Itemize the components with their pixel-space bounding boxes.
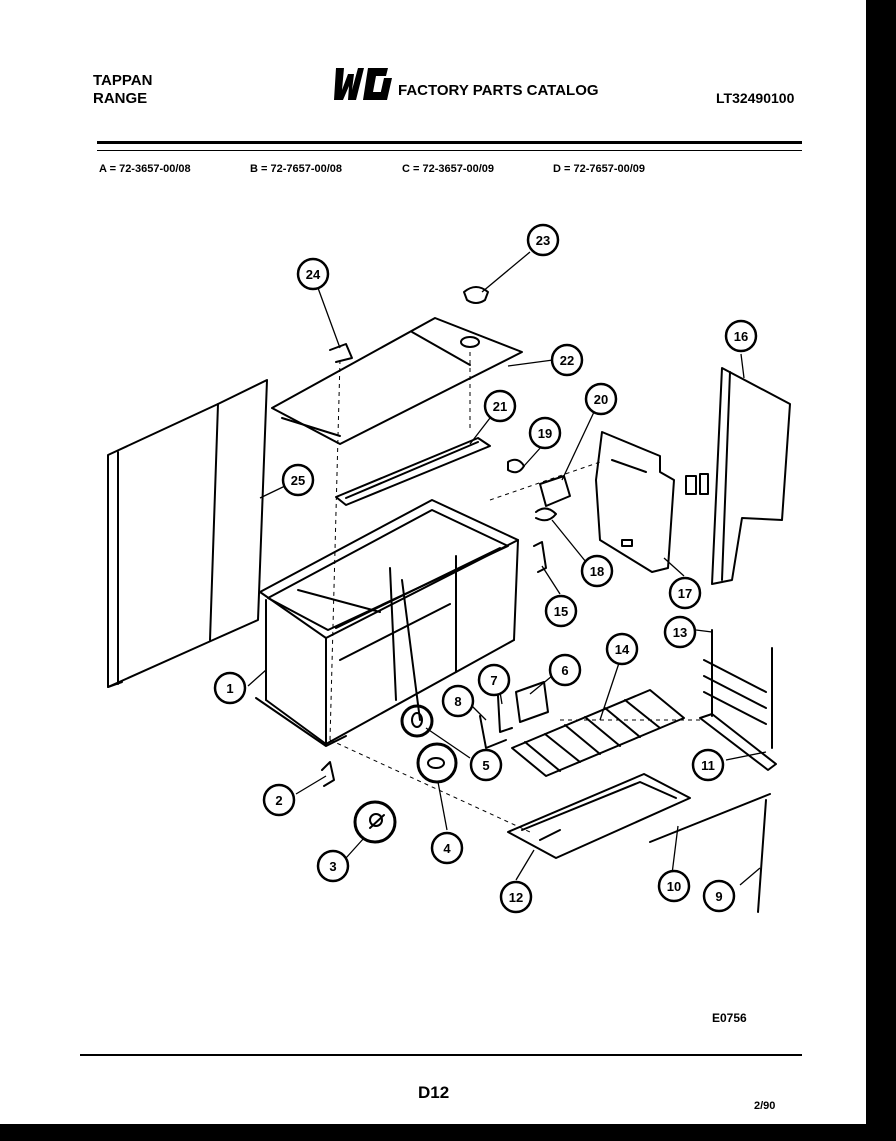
vertical-strip [757,799,767,913]
svg-text:3: 3 [329,859,336,874]
knob-part [463,286,489,304]
svg-text:9: 9 [715,889,722,904]
svg-text:23: 23 [536,233,550,248]
rail-part [699,713,777,771]
screw-part [353,800,397,844]
callout-23: 23 [526,223,560,257]
svg-text:13: 13 [673,625,687,640]
callout-9: 9 [702,879,736,913]
svg-text:4: 4 [443,841,451,856]
svg-text:6: 6 [561,663,568,678]
svg-text:16: 16 [734,329,748,344]
door-frame [703,629,773,749]
bracket-part [321,761,335,787]
connector-parts [685,473,709,495]
wci-logo [334,68,392,100]
svg-text:25: 25 [291,473,305,488]
callout-10: 10 [657,869,691,903]
svg-text:22: 22 [560,353,574,368]
svg-text:2: 2 [275,793,282,808]
callout-4: 4 [430,831,464,865]
svg-text:10: 10 [667,879,681,894]
model-b: B = 72-7657-00/08 [250,163,343,175]
callout-11: 11 [691,748,725,782]
model-d: D = 72-7657-00/09 [553,163,646,175]
svg-text:7: 7 [490,673,497,688]
footer-rule [80,1054,802,1056]
callout-21: 21 [483,389,517,423]
callout-6: 6 [548,653,582,687]
svg-text:18: 18 [590,564,604,579]
header-rule [97,141,802,144]
part-callouts: 1 2 3 4 5 6 7 8 9 10 11 12 13 14 15 16 1… [213,223,758,914]
callout-19: 19 [528,416,562,450]
control-panel [595,431,675,573]
svg-text:14: 14 [615,642,630,657]
svg-text:8: 8 [454,694,461,709]
svg-text:12: 12 [509,890,523,905]
trim-strip [335,437,491,506]
catalog-title: FACTORY PARTS CATALOG [398,82,599,99]
exploded-parts-diagram: 1 2 3 4 5 6 7 8 9 10 11 12 13 14 15 16 1… [107,223,791,914]
callout-17: 17 [668,576,702,610]
callout-20: 20 [584,382,618,416]
svg-text:11: 11 [701,758,715,773]
bottom-tray [507,773,691,859]
page-date: 2/90 [754,1100,776,1112]
catalog-number: LT32490100 [716,90,795,106]
svg-text:1: 1 [226,681,233,696]
callout-5: 5 [469,748,503,782]
bracket-small-15 [533,541,547,573]
switch-part [539,475,571,507]
side-panel-right [711,367,791,585]
callout-13: 13 [663,615,697,649]
side-panel-left [107,379,268,688]
lever-part [535,507,557,522]
callout-24: 24 [296,257,330,291]
header-rule-thin [97,150,802,151]
clip-part [329,343,353,363]
fitting-part-lower [416,742,458,784]
model-a: A = 72-3657-00/08 [99,163,191,175]
callout-25: 25 [281,463,315,497]
svg-text:19: 19 [538,426,552,441]
oven-rack [511,689,685,777]
callout-15: 15 [544,594,578,628]
svg-text:5: 5 [482,758,489,773]
svg-text:17: 17 [678,586,692,601]
product-type: RANGE [93,90,148,107]
callout-8: 8 [441,684,475,718]
diagram-code: E0756 [712,1011,747,1025]
svg-text:20: 20 [594,392,608,407]
cabinet-body [255,499,519,747]
svg-text:21: 21 [493,399,507,414]
callout-2: 2 [262,783,296,817]
small-brackets [479,681,549,749]
svg-text:15: 15 [554,604,568,619]
callout-22: 22 [550,343,584,377]
fitting-part-upper [400,704,434,738]
top-panel [271,317,523,445]
callout-1: 1 [213,671,247,705]
callout-18: 18 [580,554,614,588]
callout-14: 14 [605,632,639,666]
model-c: C = 72-3657-00/09 [402,163,495,175]
long-strip [649,793,771,843]
callout-12: 12 [499,880,533,914]
callout-3: 3 [316,849,350,883]
callout-16: 16 [724,319,758,353]
svg-text:24: 24 [306,267,321,282]
parts-catalog-page: TAPPAN RANGE FACTORY PARTS CATALOG LT324… [0,0,866,1124]
spring-part [507,458,525,474]
brand-name: TAPPAN [93,72,153,89]
page-label: D12 [418,1083,450,1102]
callout-7: 7 [477,663,511,697]
